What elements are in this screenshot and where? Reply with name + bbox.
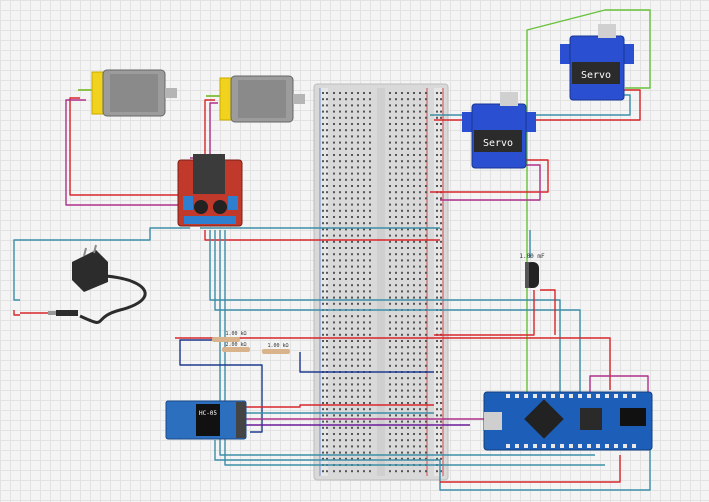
wire-rail-red (175, 337, 611, 390)
wire-drv-a (209, 230, 561, 400)
servo-top: Servo (560, 24, 634, 101)
motor-driver-board (177, 154, 243, 227)
wire-servo2-red (430, 159, 549, 193)
wire-servo1-red (434, 89, 641, 121)
bluetooth-module: HC-05 (165, 400, 247, 440)
wire-motor1-mag (65, 99, 183, 206)
servo-middle: Servo (462, 92, 536, 169)
wire-blue-2 (299, 352, 434, 373)
wire-motor2-mag (190, 102, 218, 159)
servo-middle-label: Servo (483, 138, 513, 149)
power-adapter (48, 244, 147, 324)
dc-motor-left (78, 69, 177, 117)
resistor-b: 2.00 kΩ (222, 342, 250, 352)
wire-motor1-red (69, 97, 185, 196)
wire-servo-green (526, 9, 651, 185)
wire-cap-red (434, 290, 535, 336)
wire-blue-loop (179, 339, 263, 433)
wire-jack-teal (13, 227, 190, 301)
resistor-a-label: 1.00 kΩ (225, 331, 246, 337)
wire-bt-b (214, 430, 651, 491)
wire-drv-vcc (204, 230, 440, 241)
wire-motor2-red (195, 99, 215, 161)
dc-motor-right (206, 75, 305, 123)
wire-bt-vcc (245, 404, 434, 408)
arduino-nano (483, 391, 653, 451)
wire-drv-d (224, 230, 605, 466)
resistor-c-label: 1.00 kΩ (267, 343, 288, 349)
resistor-b-label: 2.00 kΩ (225, 342, 246, 348)
resistor-c: 1.00 kΩ (262, 343, 290, 354)
nano-pin-headers (506, 394, 636, 448)
wire-drv-c (219, 230, 595, 456)
wire-servo2-mag (440, 164, 541, 201)
wire-drv-b (214, 230, 581, 400)
servo-top-label: Servo (581, 70, 611, 81)
wire-rail-red2 (540, 289, 556, 335)
resistor-a: 1.00 kΩ (212, 331, 247, 342)
capacitor: 1.00 mF (519, 253, 545, 288)
capacitor-label: 1.00 mF (519, 253, 545, 260)
bluetooth-label: HC-05 (199, 410, 217, 417)
wire-jack-red (13, 310, 20, 316)
wire-bt-c (440, 455, 621, 483)
breadboard (313, 83, 449, 481)
